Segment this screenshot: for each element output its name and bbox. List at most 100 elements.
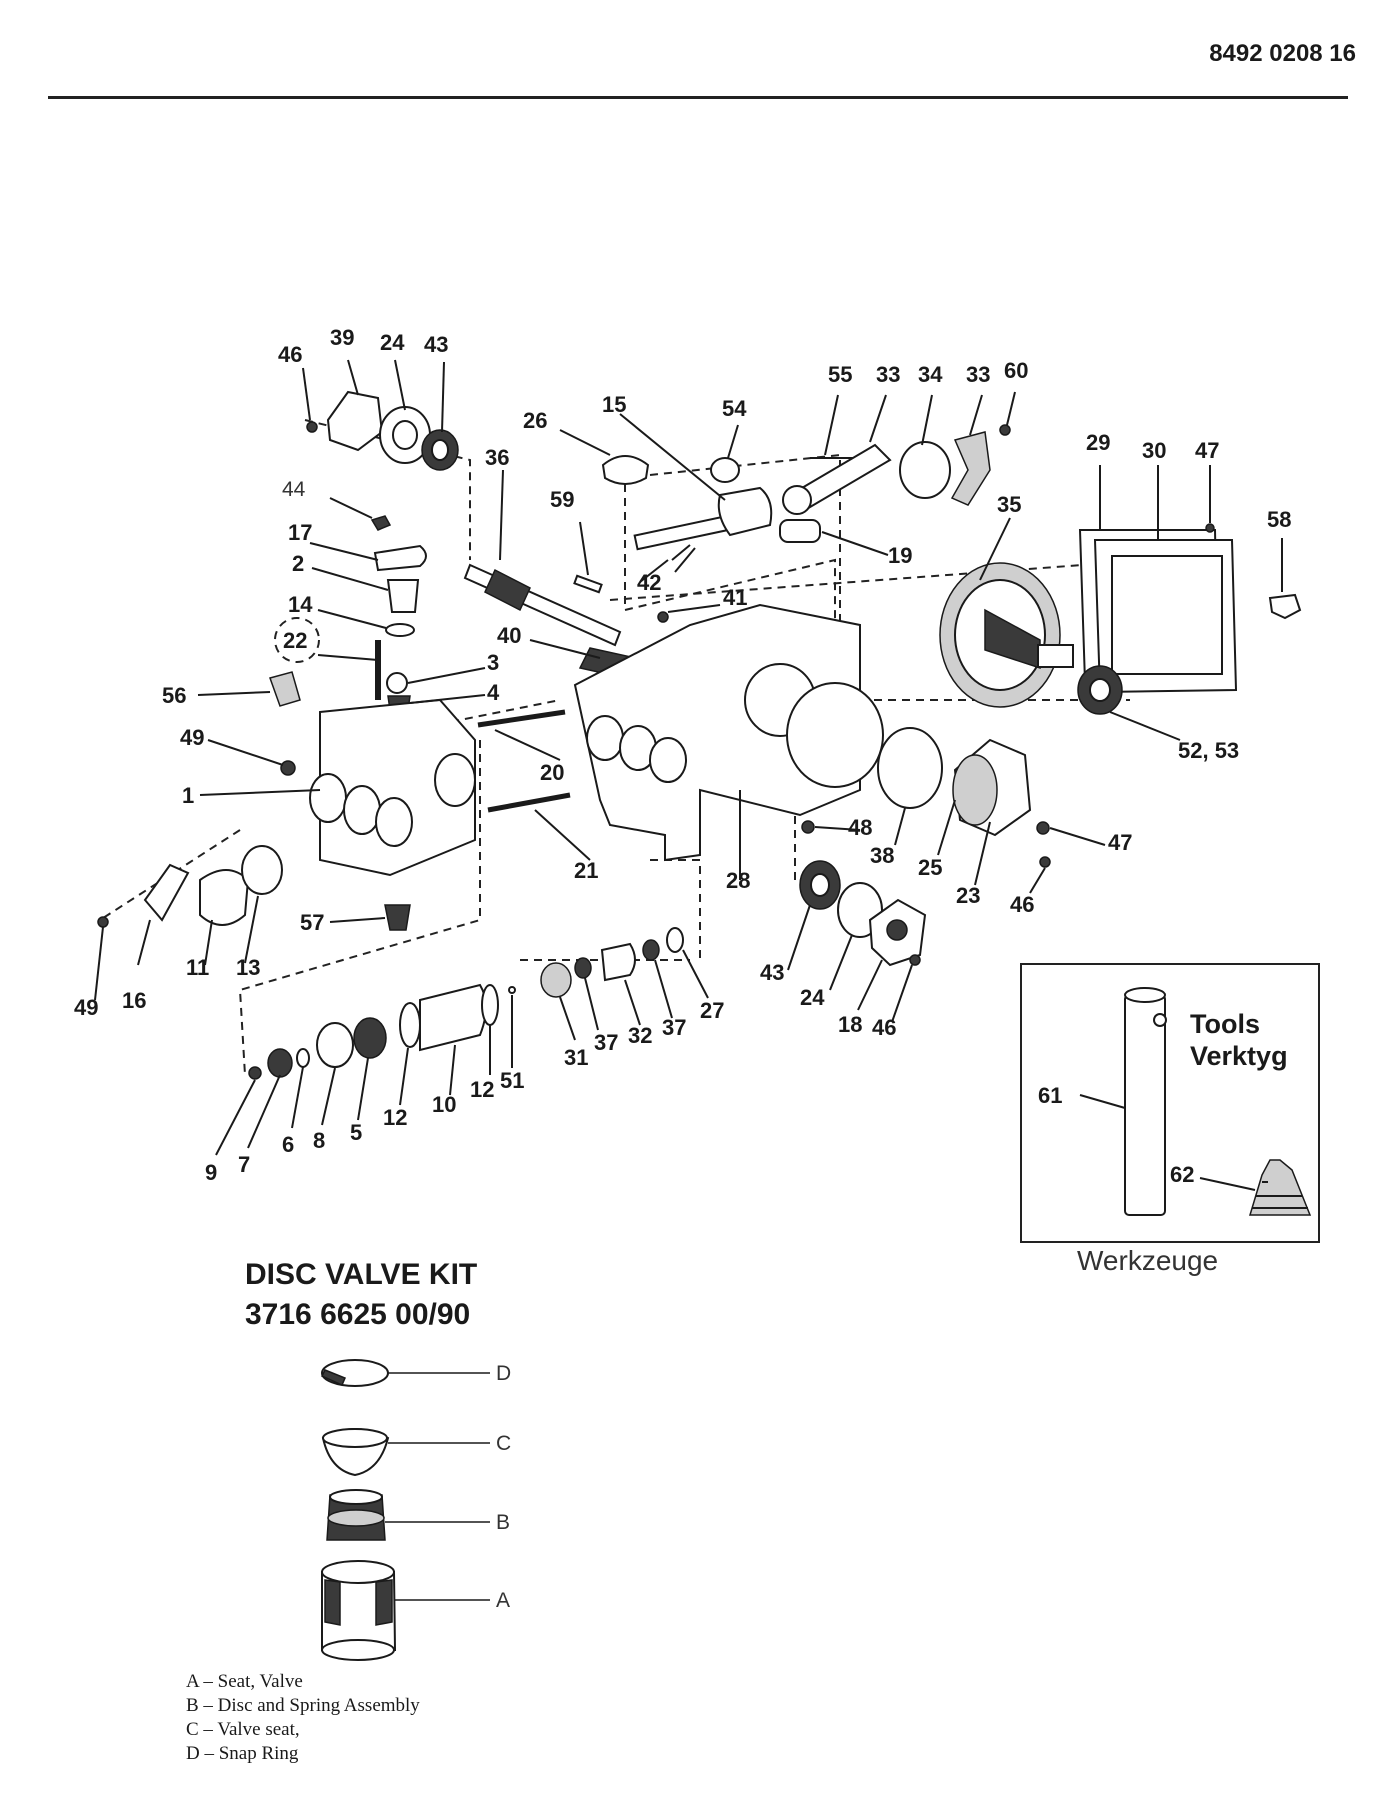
fitting-part-56 xyxy=(269,671,301,707)
legend-item: D – Snap Ring xyxy=(186,1743,299,1764)
part-label: 15 xyxy=(602,392,626,417)
key-part-59 xyxy=(573,574,603,594)
part-label: 27 xyxy=(700,998,724,1023)
tools-title: Tools Verktyg xyxy=(1190,1008,1288,1072)
fitting-part-57 xyxy=(384,904,411,931)
part-label: 42 xyxy=(637,570,661,595)
screw-part-47 xyxy=(1036,821,1050,835)
part-label: 49 xyxy=(180,725,204,750)
ring-part-27 xyxy=(666,927,684,953)
part-label: 49 xyxy=(74,995,98,1020)
part-label: 40 xyxy=(497,623,521,648)
part-label: 14 xyxy=(288,592,313,617)
part-labels: 46 39 24 43 55 33 34 33 60 15 54 26 36 4… xyxy=(74,325,1291,1185)
legend-item: A – Seat, Valve xyxy=(186,1671,303,1692)
part-label: 1 xyxy=(182,783,194,808)
legend-item: C – Valve seat, xyxy=(186,1719,300,1740)
part-label: 46 xyxy=(1010,892,1034,917)
part-label: 37 xyxy=(662,1015,686,1040)
crosshead-part-15 xyxy=(717,486,773,537)
part-label: 44 xyxy=(282,478,306,501)
ball-part-3 xyxy=(386,672,408,694)
part-label: 31 xyxy=(564,1045,588,1070)
part-label: 37 xyxy=(594,1030,618,1055)
plunger-part-15 xyxy=(633,513,737,551)
part-label: 48 xyxy=(848,815,872,840)
part-label: 29 xyxy=(1086,430,1110,455)
tools-inset-box xyxy=(1020,963,1320,1243)
document-number: 8492 0208 16 xyxy=(1209,40,1356,67)
bearing-shell-part-34 xyxy=(899,441,951,499)
tool-label: 62 xyxy=(1170,1162,1194,1187)
part-label: 5 xyxy=(350,1120,362,1145)
part-label: 58 xyxy=(1267,507,1291,532)
nut-part-60 xyxy=(999,424,1011,436)
part-label: 9 xyxy=(205,1160,217,1185)
part-label: 19 xyxy=(888,543,912,568)
part-label: 28 xyxy=(726,868,750,893)
part-label: 16 xyxy=(122,988,146,1013)
part-label: 12 xyxy=(470,1077,494,1102)
tools-caption: Werkzeuge xyxy=(1077,1245,1219,1276)
part-label: 34 xyxy=(918,362,943,387)
part-label: 47 xyxy=(1195,438,1219,463)
nipple-part-41 xyxy=(657,611,669,623)
part-label: 35 xyxy=(997,492,1021,517)
part-label: 60 xyxy=(1004,358,1028,383)
kit-title: DISC VALVE KIT 3716 6625 00/90 xyxy=(245,1255,477,1335)
screw-part-47-top xyxy=(1205,523,1215,533)
part-label: 3 xyxy=(487,650,499,675)
parts xyxy=(97,390,1302,1080)
kit-callout: D xyxy=(496,1362,511,1385)
tool-cone-part-62 xyxy=(1248,1159,1312,1216)
pin-part-19 xyxy=(779,519,821,543)
part-label: 25 xyxy=(918,855,942,880)
tools-title-line1: Tools xyxy=(1190,1009,1260,1039)
stud-part-21 xyxy=(487,792,571,813)
part-label: 17 xyxy=(288,520,312,545)
part-label: 43 xyxy=(760,960,784,985)
part-label: 18 xyxy=(838,1012,862,1037)
leader-lines xyxy=(94,359,1283,1156)
legend-item: B – Disc and Spring Assembly xyxy=(186,1695,420,1716)
tools-title-line2: Verktyg xyxy=(1190,1041,1288,1071)
breather-part-58 xyxy=(1268,593,1302,620)
nut-part-49 xyxy=(280,760,296,776)
screw-part-46-top xyxy=(306,421,318,433)
part-label: 21 xyxy=(574,858,598,883)
part-label: 55 xyxy=(828,362,852,387)
part-label: 24 xyxy=(380,330,405,355)
shaft-part-36 xyxy=(463,563,622,647)
part-label: 56 xyxy=(162,683,186,708)
cap-part-11 xyxy=(199,869,250,926)
kit-callout: C xyxy=(496,1432,511,1455)
seat-part-5 xyxy=(353,1017,387,1059)
washer-part-37 xyxy=(574,957,592,979)
part-label: 20 xyxy=(540,760,564,785)
oring-part-14 xyxy=(385,623,415,637)
part-label: 54 xyxy=(722,396,747,421)
part-label: 24 xyxy=(800,985,825,1010)
plug-handle-part-17 xyxy=(373,544,427,572)
tool-label: 61 xyxy=(1038,1083,1062,1108)
part-label: 51 xyxy=(500,1068,524,1093)
screw-part-46-lower xyxy=(909,954,921,966)
gasket-part-38 xyxy=(877,727,943,809)
kit-legend: A – Seat, Valve B – Disc and Spring Asse… xyxy=(186,1670,420,1766)
part-label: 59 xyxy=(550,487,574,512)
washer-part-37b xyxy=(642,939,660,961)
pin-part-42 xyxy=(671,544,696,573)
washer-part-6 xyxy=(296,1048,310,1068)
plug-part-2 xyxy=(386,579,420,613)
part-label: 23 xyxy=(956,883,980,908)
clamp-part-16 xyxy=(143,863,190,922)
nut-part-44 xyxy=(370,515,392,531)
cover-part-39 xyxy=(326,390,384,452)
part-label: 2 xyxy=(292,551,304,576)
header-rule xyxy=(48,96,1348,99)
oring-part-12-right xyxy=(481,984,499,1026)
sleeve-part-10 xyxy=(419,983,487,1052)
part-label: 46 xyxy=(872,1015,896,1040)
kit-title-line2: 3716 6625 00/90 xyxy=(245,1298,471,1331)
